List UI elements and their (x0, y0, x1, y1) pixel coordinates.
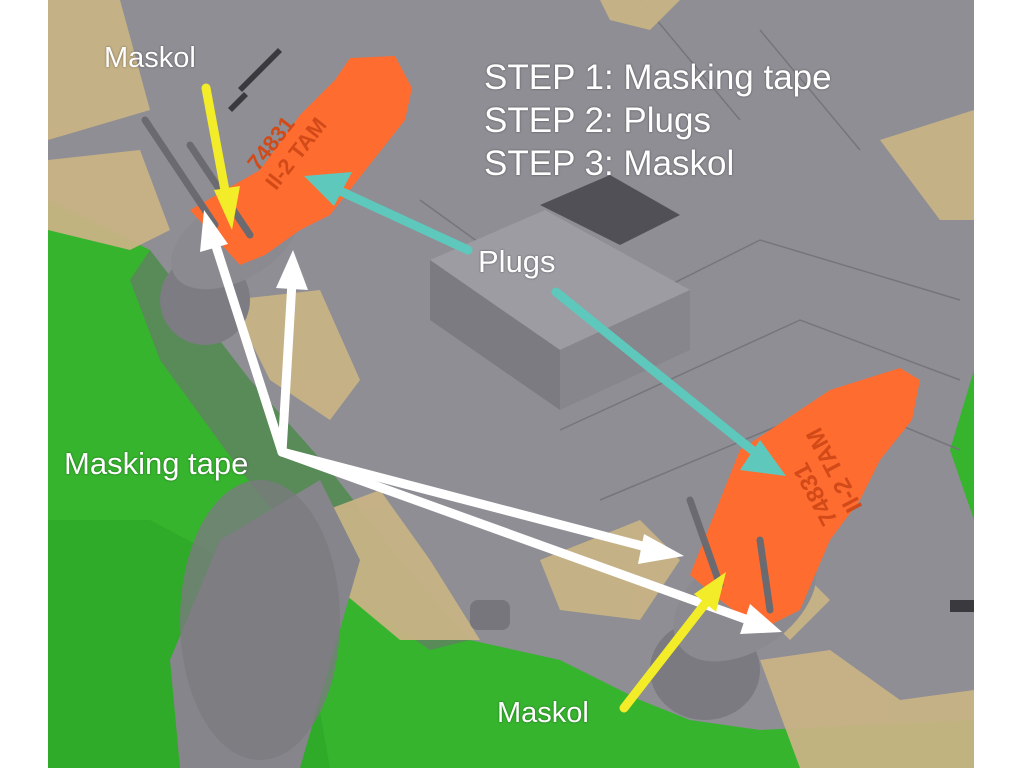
masking-tape-label: Masking tape (64, 446, 249, 481)
left-margin (0, 0, 48, 768)
masking-tape-arrows (200, 210, 782, 634)
step-2: STEP 2: Plugs (484, 101, 711, 140)
step-1: STEP 1: Masking tape (484, 58, 832, 97)
step-3: STEP 3: Maskol (484, 144, 735, 183)
right-margin (974, 0, 1024, 768)
steps-list: STEP 1: Masking tape STEP 2: Plugs STEP … (484, 56, 832, 185)
maskol-label-top: Maskol (104, 42, 196, 74)
wing-slots (228, 48, 974, 612)
maskol-arrows (201, 83, 726, 713)
gun-barrels (141, 116, 774, 614)
plugs-label: Plugs (478, 244, 556, 279)
maskol-label-bottom: Maskol (497, 697, 589, 729)
orange-plug-right: 74831 Il-2 TAM (690, 368, 920, 630)
plugs-arrows (304, 172, 786, 476)
